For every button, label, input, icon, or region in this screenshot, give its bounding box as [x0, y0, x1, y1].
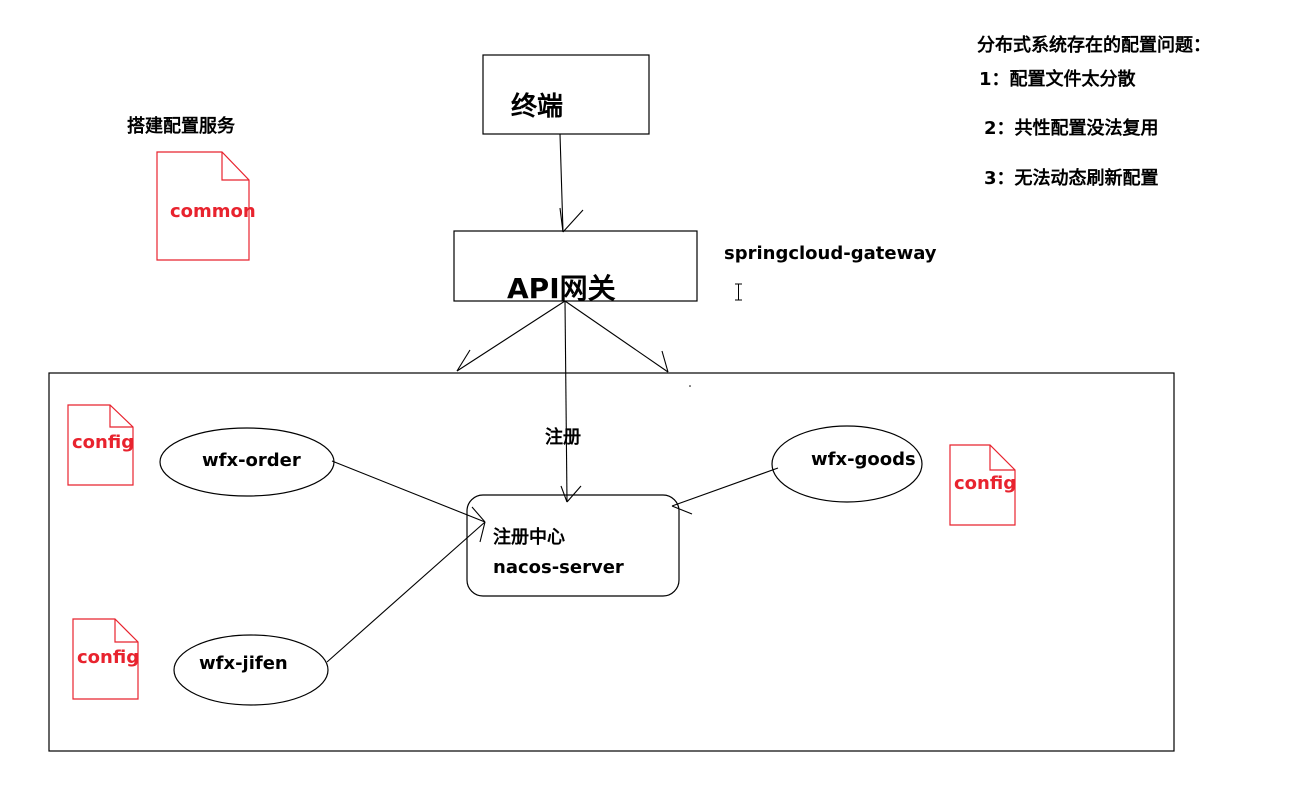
jifen-config-doc-icon	[72, 618, 139, 700]
problems-heading: 分布式系统存在的配置问题：	[977, 35, 1211, 56]
register-label: 注册	[545, 427, 581, 448]
goods-config-doc-icon	[949, 444, 1016, 526]
cluster-box	[48, 372, 1175, 752]
terminal-box	[482, 54, 650, 135]
wfx-jifen-ellipse	[173, 634, 329, 706]
gateway-to-left-arrow	[456, 300, 566, 372]
gateway-to-right-arrow	[564, 300, 669, 373]
terminal-label: 终端	[511, 92, 564, 122]
stray-dot	[689, 385, 691, 387]
order-config-label: config	[72, 432, 135, 453]
goods-to-registry-arrow	[671, 467, 779, 515]
text-cursor-icon	[735, 283, 742, 301]
wfx-order-label: wfx-order	[202, 450, 301, 471]
registry-center-subtitle: nacos-server	[493, 557, 624, 578]
registry-center-title: 注册中心	[493, 527, 565, 548]
wfx-goods-ellipse	[771, 425, 923, 503]
order-to-registry-arrow	[331, 460, 486, 523]
gateway-label: API网关	[507, 272, 616, 305]
wfx-jifen-label: wfx-jifen	[199, 653, 288, 674]
problem-item-3: 3：无法动态刷新配置	[984, 168, 1159, 189]
common-doc-icon	[156, 151, 250, 261]
problem-item-1: 1：配置文件太分散	[979, 69, 1136, 90]
jifen-config-label: config	[77, 647, 140, 668]
gateway-box	[453, 230, 698, 302]
common-doc-label: common	[170, 201, 256, 222]
problem-item-2: 2：共性配置没法复用	[984, 118, 1159, 139]
terminal-to-gateway-arrow	[559, 133, 584, 233]
wfx-goods-label: wfx-goods	[811, 449, 916, 470]
jifen-to-registry-arrow	[326, 521, 486, 663]
order-config-doc-icon	[67, 404, 134, 486]
gateway-caption: springcloud-gateway	[724, 243, 937, 264]
config-service-label: 搭建配置服务	[127, 116, 235, 137]
gateway-to-registry-arrow	[560, 300, 582, 503]
goods-config-label: config	[954, 473, 1017, 494]
